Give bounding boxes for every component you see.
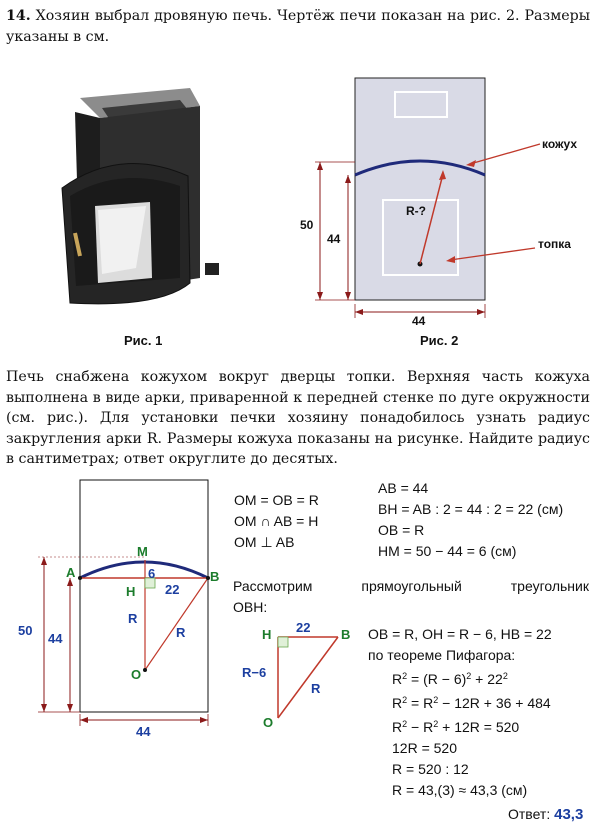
consider-text: Рассмотрим прямоугольный треугольник OBH…	[233, 576, 589, 618]
consider-line2: OBH:	[233, 599, 268, 615]
sol-label-r-hyp: R	[176, 625, 186, 640]
calc-line: HM = 50 − 44 = 6 (см)	[378, 543, 517, 559]
given-line: OM ⊥ AB	[234, 534, 295, 550]
problem-text: Печь снабжена кожухом вокруг дверцы топк…	[6, 369, 590, 468]
sol-label-b: B	[210, 569, 220, 584]
calc-line: BH = AB : 2 = 44 : 2 = 22 (см)	[378, 501, 564, 517]
fig2-label-topka: топка	[538, 237, 571, 251]
pythagoras-block: OB = R, OH = R − 6, HB = 22 по теореме П…	[368, 624, 552, 666]
consider-line1: Рассмотрим прямоугольный треугольник	[233, 578, 589, 594]
sol-label-r-vertical: R	[128, 611, 138, 626]
problem-intro-text: Хозяин выбрал дровяную печь. Чертёж печи…	[6, 8, 591, 45]
answer-label: Ответ:	[508, 806, 551, 822]
fig1-caption: Рис. 1	[124, 333, 163, 348]
problem-intro: 14. Хозяин выбрал дровяную печь. Чертёж …	[6, 6, 590, 47]
fig2-label-r: R-?	[406, 204, 426, 218]
tri-label-r-minus-6: R−6	[242, 665, 267, 680]
pyth-eq4: 12R = 520	[392, 740, 457, 756]
fig2-dim-44-width: 44	[412, 314, 426, 328]
sol-label-o: O	[131, 667, 142, 682]
pyth-eq3: R2 − R2 + 12R = 520	[392, 719, 520, 735]
sol-label-m: M	[137, 544, 148, 559]
pyth-eq6: R = 43,(3) ≈ 43,3 (см)	[392, 782, 528, 798]
pyth-eq2: R2 = R2 − 12R + 36 + 484	[392, 695, 551, 711]
sol-label-h: H	[126, 584, 136, 599]
given-list: OM = OB = R OM ∩ AB = H OM ⊥ AB	[234, 490, 319, 553]
given-line: OM ∩ AB = H	[234, 513, 319, 529]
fig2-drawing	[315, 77, 541, 318]
sol-label-22: 22	[165, 582, 180, 597]
fig2-caption: Рис. 2	[420, 333, 459, 348]
sol-label-6: 6	[148, 566, 156, 581]
calc-line: OB = R	[378, 522, 425, 538]
fig2-label-kozhukh: кожух	[542, 137, 578, 151]
sol-dim-44-height: 44	[48, 631, 63, 646]
tri-label-o: O	[263, 715, 274, 730]
pyth-eq1: R2 = (R − 6)2 + 222	[392, 671, 508, 687]
calc-list: AB = 44 BH = AB : 2 = 44 : 2 = 22 (см) O…	[378, 478, 563, 562]
calc-line: AB = 44	[378, 480, 429, 496]
pyth-line2: по теореме Пифагора:	[368, 647, 516, 663]
sol-dim-44-width: 44	[136, 724, 151, 739]
problem-number: 14.	[6, 8, 31, 24]
fig2-dim-50: 50	[300, 218, 314, 232]
stove-illustration	[61, 88, 219, 305]
pyth-line1: OB = R, OH = R − 6, HB = 22	[368, 626, 552, 642]
tri-label-b: B	[341, 627, 351, 642]
tri-label-h: H	[262, 627, 272, 642]
tri-label-r: R	[311, 681, 321, 696]
pythagoras-equations: R2 = (R − 6)2 + 222 R2 = R2 − 12R + 36 +…	[392, 666, 551, 801]
triangle-drawing	[277, 636, 339, 719]
solution-drawing	[38, 479, 210, 726]
tri-label-22: 22	[296, 620, 311, 635]
fig2-dim-44-height: 44	[327, 232, 341, 246]
sol-dim-50: 50	[18, 623, 33, 638]
pyth-eq5: R = 520 : 12	[392, 761, 469, 777]
given-line: OM = OB = R	[234, 492, 319, 508]
answer: Ответ: 43,3	[508, 806, 583, 823]
sol-label-a: A	[66, 565, 76, 580]
answer-value: 43,3	[554, 806, 584, 823]
